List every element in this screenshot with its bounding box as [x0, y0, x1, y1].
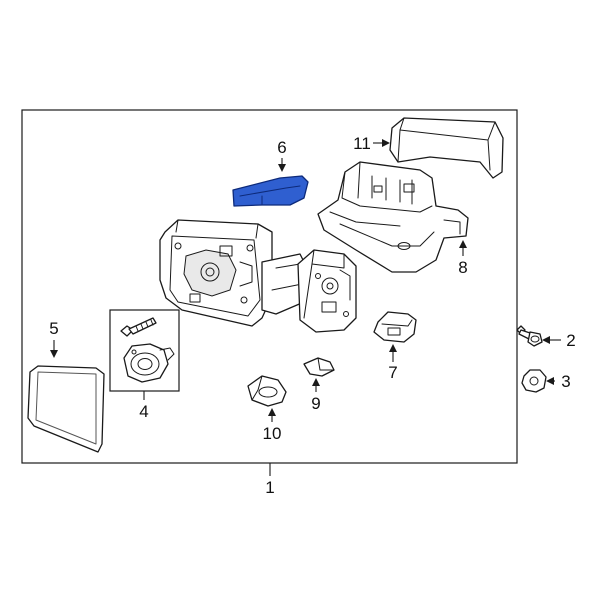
- callout-6: 6: [277, 138, 286, 157]
- part-5-mirror-glass[interactable]: [27, 365, 105, 453]
- callout-1: 1: [265, 478, 274, 497]
- part-11-housing-cover[interactable]: [389, 117, 504, 179]
- callout-4: 4: [139, 402, 148, 421]
- part-10-cover[interactable]: [247, 375, 287, 407]
- part-2-bolt[interactable]: [516, 325, 543, 347]
- callout-3: 3: [561, 372, 570, 391]
- part-4-screw-and-motor[interactable]: [120, 317, 175, 383]
- callout-7: 7: [388, 363, 397, 382]
- part-9-clip[interactable]: [303, 357, 335, 377]
- callout-2: 2: [566, 331, 575, 350]
- callout-labels: 1 2 3 4 5 6 7 8 9 10 11: [49, 134, 575, 497]
- callout-5: 5: [49, 319, 58, 338]
- part-3-nut[interactable]: [521, 369, 547, 393]
- callout-8: 8: [458, 258, 467, 277]
- part-8-mirror-base[interactable]: [317, 161, 469, 273]
- part-7-bracket[interactable]: [373, 311, 417, 343]
- callout-10: 10: [263, 424, 282, 443]
- part-6-highlighted-trim[interactable]: [232, 175, 309, 207]
- callout-11: 11: [353, 134, 371, 153]
- leader-lines: [50, 139, 561, 476]
- part-1-mirror-assembly[interactable]: [159, 219, 357, 333]
- callout-9: 9: [311, 394, 320, 413]
